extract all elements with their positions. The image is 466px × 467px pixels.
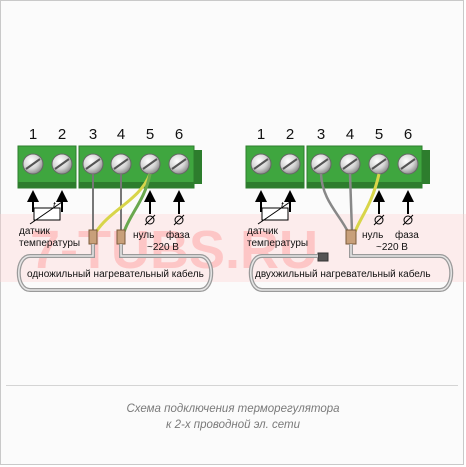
left-terminal-block-b-edge <box>194 150 202 184</box>
right-wire-3 <box>319 173 350 233</box>
right-null-terminal-symbol <box>373 214 385 226</box>
left-screw-1 <box>22 153 44 175</box>
left-null-terminal-symbol <box>144 214 156 226</box>
right-jumper-yellow <box>353 173 381 233</box>
left-null-label: нуль <box>133 230 154 241</box>
left-terminal-number-1: 1 <box>29 126 37 143</box>
right-diagram: 1 2 3 4 5 6 t датчик температуры <box>245 126 454 292</box>
caption-line-1: Схема подключения терморегулятора <box>126 403 340 415</box>
left-terminal-number-4: 4 <box>117 126 125 143</box>
right-null-label: нуль <box>362 230 383 241</box>
left-screw-4 <box>110 153 132 175</box>
left-terminal-number-3: 3 <box>89 126 97 143</box>
left-terminal-number-6: 6 <box>175 126 183 143</box>
right-phase-terminal-symbol <box>402 214 414 226</box>
right-screw-6 <box>397 153 419 175</box>
caption-divider <box>6 385 458 386</box>
caption-line-2: к 2-х проводной эл. сети <box>165 419 300 431</box>
right-wire-4 <box>348 173 354 233</box>
right-screw-3 <box>310 153 332 175</box>
watermark-band <box>0 214 466 282</box>
left-screw-3 <box>82 153 104 175</box>
svg-text:t: t <box>281 200 284 210</box>
left-jumper-5-3 <box>94 173 152 233</box>
left-sensor-label-line2: температуры <box>19 238 80 249</box>
watermark-text: 7-TUBS.RU <box>30 220 318 280</box>
right-sensor-label-line2: температуры <box>247 238 308 249</box>
right-terminal-number-1: 1 <box>257 126 265 143</box>
right-terminal-block-a-base <box>246 182 304 188</box>
left-sensor-symbol: t <box>29 200 63 225</box>
left-cable-label: одножильный нагревательный кабель <box>27 268 204 280</box>
right-cable-connector <box>345 229 357 245</box>
left-terminal-block-b-base <box>79 182 194 188</box>
right-screw-1 <box>250 153 272 175</box>
right-terminal-number-3: 3 <box>317 126 325 143</box>
right-screw-4 <box>339 153 361 175</box>
left-terminal-number-2: 2 <box>58 126 66 143</box>
left-voltage-label: ~220 В <box>147 242 179 253</box>
left-terminal-number-5: 5 <box>146 126 154 143</box>
left-phase-label: фаза <box>166 229 190 241</box>
right-cable-label: двухжильный нагревательный кабель <box>255 268 431 280</box>
left-cable-connector-1 <box>88 229 98 245</box>
right-voltage-label: ~220 В <box>376 242 408 253</box>
left-jumper-5-4 <box>122 173 152 233</box>
right-sensor-symbol: t <box>257 200 291 225</box>
right-terminal-number-5: 5 <box>375 126 383 143</box>
right-screw-2 <box>279 153 301 175</box>
right-terminal-block-b-base <box>307 182 422 188</box>
left-sensor-label-line1: датчик <box>19 226 51 237</box>
left-diagram: 1 2 3 4 5 6 t датчик температуры <box>16 126 214 292</box>
right-terminal-number-2: 2 <box>286 126 294 143</box>
right-heating-cable-highlight <box>250 244 452 291</box>
left-cable-connector-2 <box>116 229 126 245</box>
left-screw-6 <box>168 153 190 175</box>
svg-text:t: t <box>53 200 56 210</box>
right-phase-label: фаза <box>395 229 419 241</box>
right-terminal-number-6: 6 <box>404 126 412 143</box>
right-screw-5 <box>368 153 390 175</box>
right-terminal-number-4: 4 <box>346 126 354 143</box>
right-sensor-label-line1: датчик <box>247 226 279 237</box>
left-phase-terminal-symbol <box>173 214 185 226</box>
right-cable-end-cap <box>317 252 329 262</box>
left-heating-cable-highlight <box>18 244 212 291</box>
left-screw-5 <box>139 153 161 175</box>
right-terminal-block-b-edge <box>422 150 430 184</box>
left-screw-2 <box>51 153 73 175</box>
left-terminal-block-a-base <box>18 182 76 188</box>
